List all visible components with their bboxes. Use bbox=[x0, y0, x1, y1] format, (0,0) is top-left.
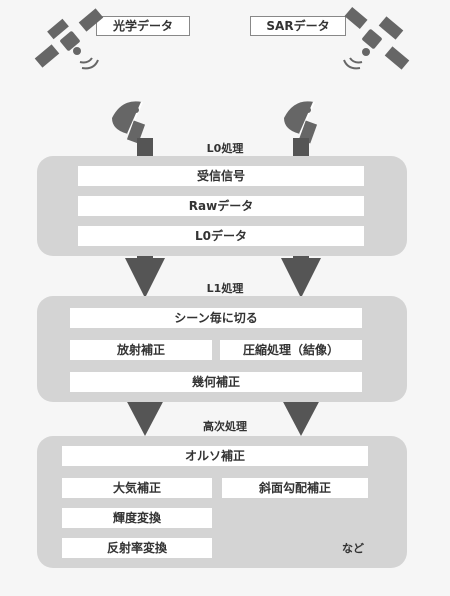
higher-item-ortho-correction: オルソ補正 bbox=[62, 446, 368, 466]
l1-item-radiometric-correction: 放射補正 bbox=[70, 340, 212, 360]
higher-etc-label: など bbox=[342, 542, 364, 555]
l1-item-compression-imaging: 圧縮処理（結像） bbox=[220, 340, 362, 360]
higher-item-atmospheric-correction: 大気補正 bbox=[62, 478, 212, 498]
left-antenna-icon bbox=[112, 101, 146, 144]
l1-stage-title: L1処理 bbox=[206, 282, 244, 295]
higher-item-brightness-conversion: 輝度変換 bbox=[62, 508, 212, 528]
higher-item-reflectance-conversion: 反射率変換 bbox=[62, 538, 212, 558]
l1-item-cut-per-scene: シーン毎に切る bbox=[70, 308, 362, 328]
higher-stage-title: 高次処理 bbox=[203, 420, 247, 433]
l0-item-l0-data: L0データ bbox=[78, 226, 364, 246]
l0-item-received-signal: 受信信号 bbox=[78, 166, 364, 186]
l0-item-raw-data: Rawデータ bbox=[78, 196, 364, 216]
l1-item-geometric-correction: 幾何補正 bbox=[70, 372, 362, 392]
right-antenna-icon bbox=[284, 101, 318, 144]
sar-data-label: SARデータ bbox=[250, 16, 346, 36]
higher-item-slope-correction: 斜面勾配補正 bbox=[222, 478, 368, 498]
sar-satellite-icon bbox=[343, 6, 410, 70]
l0-stage-title: L0処理 bbox=[206, 142, 244, 155]
optical-data-label: 光学データ bbox=[96, 16, 190, 36]
optical-satellite-icon bbox=[34, 8, 104, 70]
